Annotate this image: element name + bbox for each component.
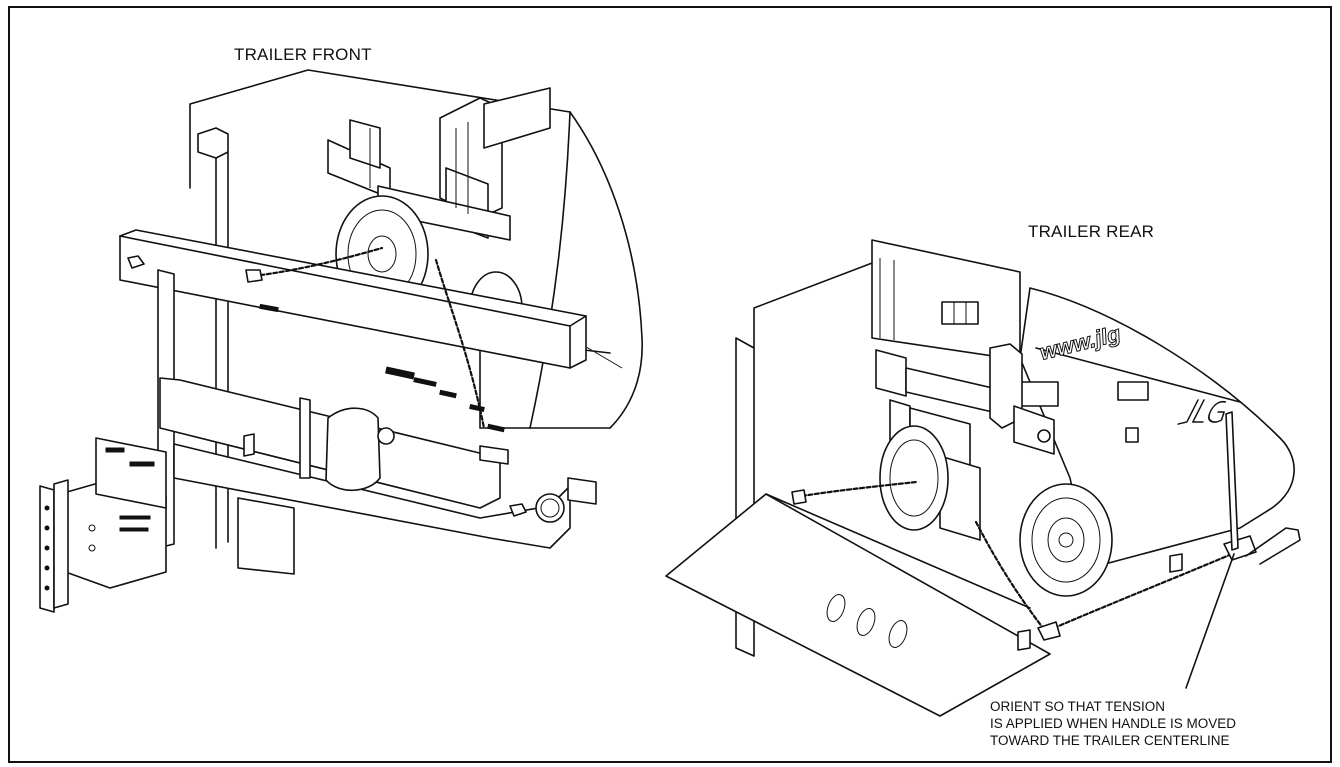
tension-callout: ORIENT SO THAT TENSION IS APPLIED WHEN H… — [990, 698, 1236, 749]
figure-frame: www.jlg — [8, 6, 1332, 763]
rear-wheels — [879, 425, 1113, 597]
tie-down-illustration: www.jlg — [39, 69, 1301, 717]
callout-line: IS APPLIED WHEN HANDLE IS MOVED — [990, 716, 1237, 731]
callout-line: ORIENT SO THAT TENSION — [990, 699, 1166, 714]
callout-leader-line — [1185, 553, 1235, 689]
front-chains — [245, 246, 486, 430]
rear-deck — [665, 259, 1183, 717]
trailer-rear-illustration: www.jlg — [665, 239, 1301, 717]
rear-brackets — [875, 343, 1055, 541]
trailer-front-illustration — [39, 69, 643, 613]
jlg-logo — [1177, 399, 1227, 425]
front-frame — [119, 127, 597, 575]
front-hitch — [39, 437, 167, 613]
callout-line: TOWARD THE TRAILER CENTERLINE — [990, 733, 1230, 748]
front-carriage — [327, 87, 551, 241]
trailer-rear-label: TRAILER REAR — [1028, 222, 1155, 241]
load-binder-handle — [1225, 411, 1301, 565]
front-decals — [259, 303, 505, 433]
trailer-front-label: TRAILER FRONT — [234, 45, 372, 64]
